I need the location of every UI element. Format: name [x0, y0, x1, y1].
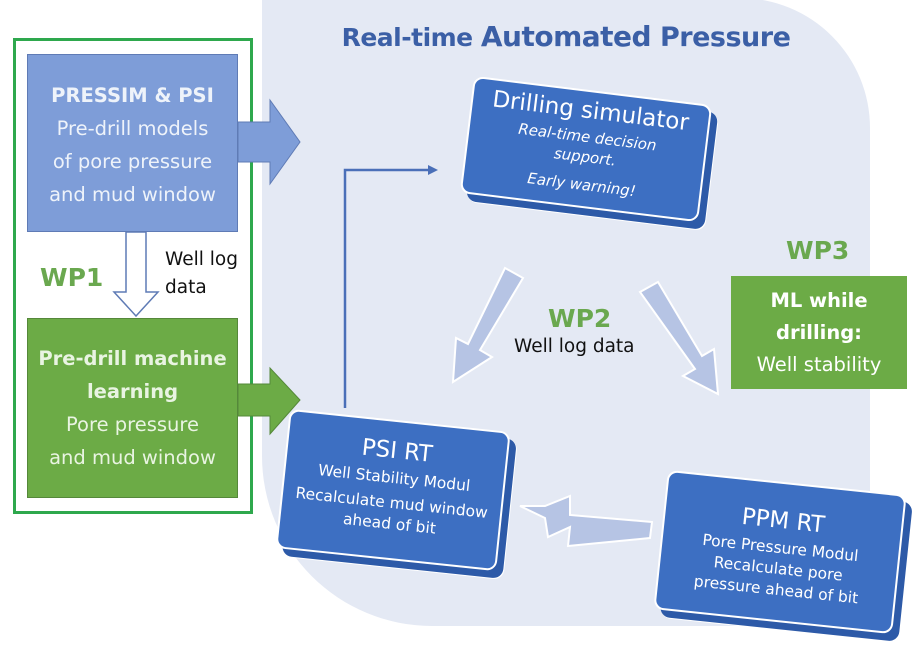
ml-heading: learning: [86, 380, 179, 403]
arrow-simulator-to-ppm: [638, 280, 720, 396]
ml-while-drilling-box: ML while drilling: Well stability: [731, 276, 907, 389]
ml-heading: Pre-drill machine: [38, 347, 227, 370]
flow-label-line: Well log: [165, 249, 238, 270]
pressim-psi-box: PRESSIM & PSI Pre-drill models of pore p…: [27, 54, 238, 232]
psi-rt-block: PSI RT Well Stability Modul Recalculate …: [275, 408, 511, 572]
pressim-line: of pore pressure: [52, 150, 213, 173]
arrowhead-elbow: [428, 165, 438, 175]
arrow-pressim-to-ml: [112, 231, 160, 318]
arrow-pressim-to-simulator: [237, 98, 301, 186]
wp3-line: Well stability: [756, 353, 882, 376]
pressim-heading: PRESSIM & PSI: [51, 84, 214, 107]
pressim-line: Pre-drill models: [56, 117, 209, 140]
flow-label-line: data: [165, 277, 207, 298]
wp2-label: WP2: [548, 304, 612, 333]
arrow-psi-to-simulator: [343, 168, 428, 408]
wp3-heading: drilling:: [776, 321, 862, 344]
title-part-3: Pressure: [651, 22, 791, 53]
predrill-ml-box: Pre-drill machine learning Pore pressure…: [27, 318, 238, 498]
ml-line: and mud window: [49, 446, 216, 469]
wp1-flow-label: Well log data: [165, 246, 238, 302]
title-part-2: Automated: [480, 20, 652, 53]
title-part-1: Real-time: [341, 23, 481, 52]
wp2-flow-label: Well log data: [514, 336, 635, 357]
ml-line: Pore pressure: [65, 413, 199, 436]
ppm-rt-block: PPM RT Pore Pressure Modul Recalculate p…: [653, 469, 907, 635]
wp3-label: WP3: [786, 236, 850, 265]
arrow-simulator-to-psi: [451, 266, 525, 384]
panel-title: Real-time Automated Pressure: [262, 20, 870, 53]
pressim-line: and mud window: [49, 183, 216, 206]
arrow-ml-to-psi: [237, 366, 301, 436]
arrow-ppm-to-psi: [519, 494, 654, 548]
wp1-label: WP1: [40, 263, 104, 292]
wp3-heading: ML while: [770, 289, 868, 312]
